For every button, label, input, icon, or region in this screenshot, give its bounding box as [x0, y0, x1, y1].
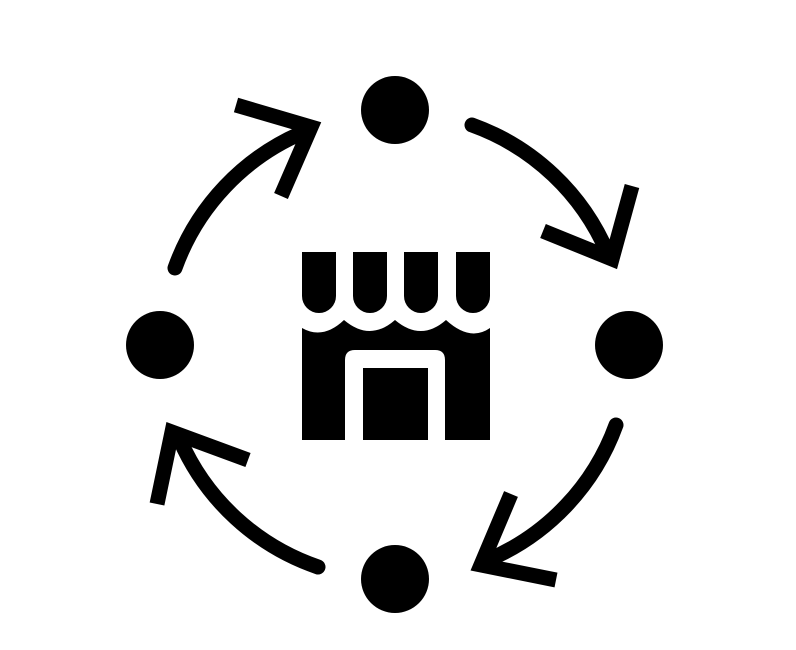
arrow-top-left [167, 97, 322, 276]
store-door [363, 368, 428, 440]
node-dot-top [361, 76, 429, 144]
store-icon [302, 252, 490, 440]
store-body [302, 320, 490, 440]
arrow-bottom-left [149, 421, 326, 575]
node-dot-right [595, 311, 663, 379]
arrow-bottom-right [470, 417, 624, 588]
cycle-arrows [149, 97, 640, 588]
arrow-top-right [464, 117, 640, 270]
node-dots [126, 76, 663, 613]
node-dot-left [126, 311, 194, 379]
node-dot-bottom [361, 545, 429, 613]
store-awning [302, 252, 490, 313]
